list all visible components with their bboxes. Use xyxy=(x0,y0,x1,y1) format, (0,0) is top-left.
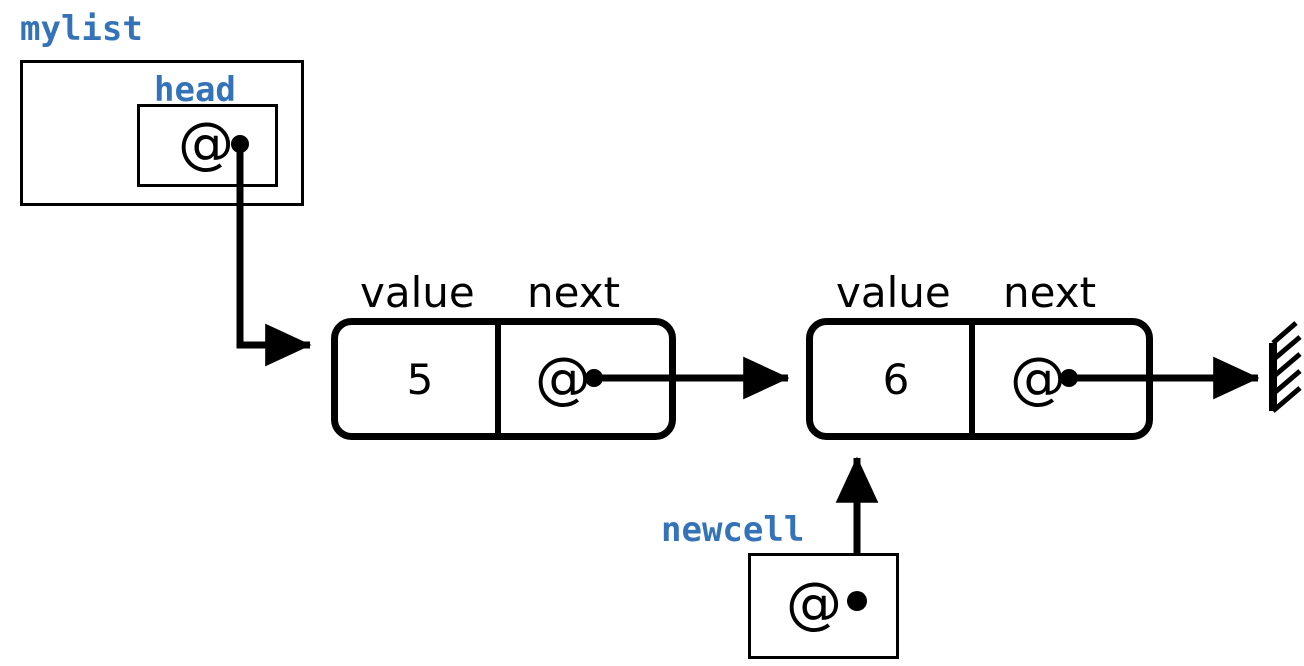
mylist-struct: mylist head @ xyxy=(20,9,304,206)
newcell-label: newcell xyxy=(661,510,804,550)
newcell-box xyxy=(748,553,899,659)
cell2-value: 6 xyxy=(883,355,910,404)
list-cell-2: value next 6 @ xyxy=(806,268,1153,440)
list-cell-1: value next 5 @ xyxy=(331,268,676,440)
cell1-next-header: next xyxy=(527,268,620,317)
newcell-struct: newcell @ xyxy=(661,510,899,659)
cell2-value-header: value xyxy=(836,268,951,317)
cell1-value-header: value xyxy=(360,268,475,317)
mylist-label: mylist xyxy=(20,9,143,49)
cell2-next-at-glyph: @ xyxy=(1010,346,1066,411)
head-field-box xyxy=(137,104,278,187)
newcell-pointer-at-glyph: @ xyxy=(786,571,842,636)
head-to-cell1-link xyxy=(236,144,312,367)
cell1-next-at-glyph: @ xyxy=(535,346,591,411)
head-label: head xyxy=(154,70,236,110)
cell1-value: 5 xyxy=(407,355,434,404)
cell2-next-header: next xyxy=(1003,268,1096,317)
newcell-pointer-dot xyxy=(847,591,867,611)
null-terminator-icon xyxy=(1269,321,1302,413)
head-pointer-at-glyph: @ xyxy=(178,111,234,176)
